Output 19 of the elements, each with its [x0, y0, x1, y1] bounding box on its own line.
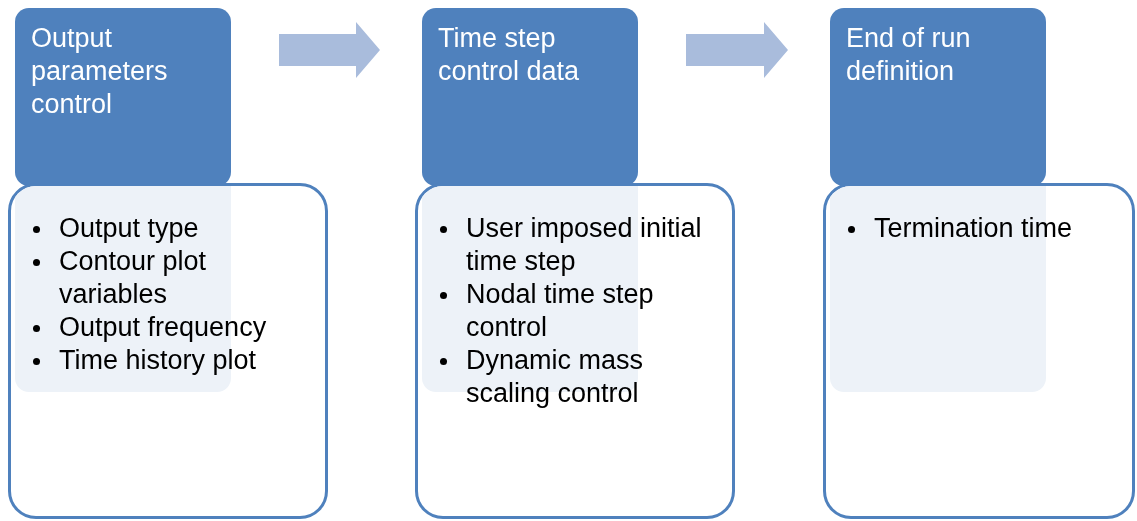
- block-arrow: [686, 22, 788, 78]
- list-box: [415, 183, 735, 519]
- heading-box: [422, 8, 638, 186]
- heading-box: [15, 8, 231, 186]
- list-item-text: Nodal time step control: [466, 278, 655, 344]
- list-item-text: Contour plot variables: [59, 245, 208, 311]
- list-box: [823, 183, 1135, 519]
- list-item-text: Output frequency: [59, 311, 267, 344]
- heading-text: Output parameters control: [31, 22, 169, 121]
- list-item-text: Dynamic mass scaling control: [466, 344, 645, 410]
- list-item-text: Termination time: [874, 212, 1073, 245]
- heading-text: Time step control data: [438, 22, 581, 88]
- list-box: [8, 183, 328, 519]
- list-item-text: User imposed initial time step: [466, 212, 703, 278]
- list-item-text: Time history plot: [59, 344, 257, 377]
- heading-text: End of run definition: [846, 22, 972, 88]
- block-arrow: [279, 22, 380, 78]
- heading-box: [830, 8, 1046, 186]
- list-item-text: Output type: [59, 212, 199, 245]
